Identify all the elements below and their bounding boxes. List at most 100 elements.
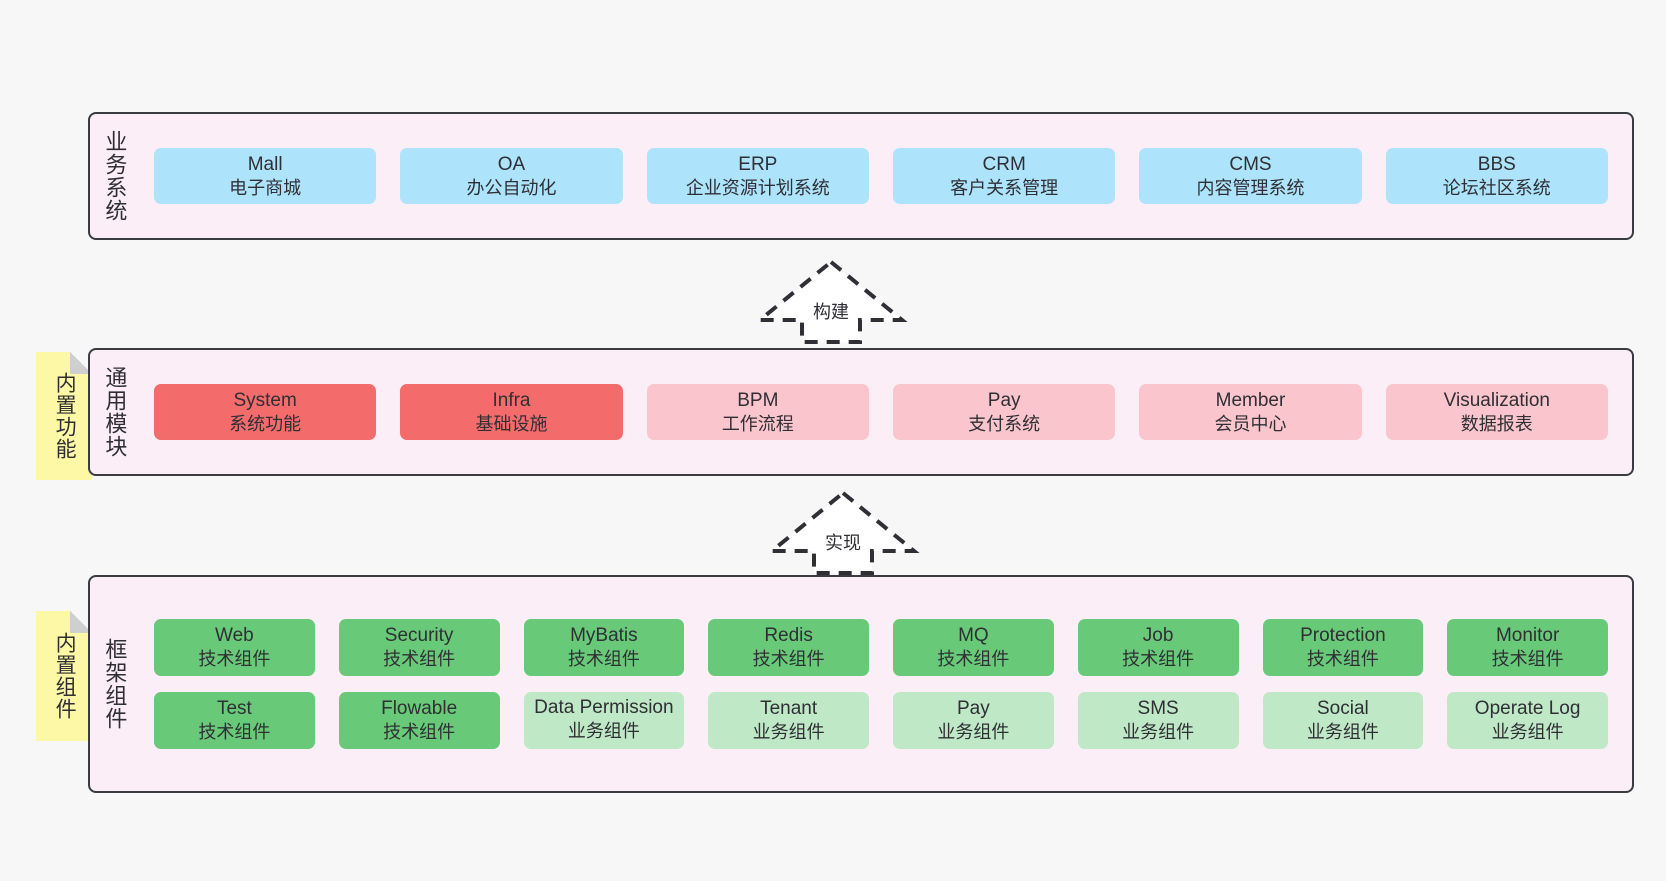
node-security[interactable]: Security 技术组件: [338, 619, 500, 676]
node-flowable[interactable]: Flowable 技术组件: [338, 692, 500, 749]
node-protection[interactable]: Protection 技术组件: [1262, 619, 1424, 676]
node-subtitle: 论坛社区系统: [1442, 177, 1551, 198]
node-bpm[interactable]: BPM 工作流程: [646, 383, 869, 441]
node-title: SMS: [1137, 698, 1179, 719]
node-subtitle: 业务组件: [1491, 722, 1564, 743]
framework-cell-r2-7: Operate Log 业务组件: [1435, 692, 1620, 749]
node-title: CRM: [982, 153, 1026, 175]
node-data-permission[interactable]: Data Permission 业务组件: [523, 692, 685, 749]
node-social[interactable]: Social 业务组件: [1262, 692, 1424, 749]
business-cell-3: CRM 客户关系管理: [881, 147, 1127, 205]
node-subtitle: 电子商城: [229, 177, 302, 198]
node-title: OA: [497, 153, 526, 175]
node-subtitle: 技术组件: [752, 649, 825, 670]
node-web[interactable]: Web 技术组件: [154, 619, 315, 676]
node-title: Operate Log: [1474, 698, 1581, 719]
business-cell-2: ERP 企业资源计划系统: [635, 147, 881, 205]
node-subtitle: 技术组件: [1122, 649, 1195, 670]
node-title: MyBatis: [570, 625, 638, 647]
node-subtitle: 业务组件: [752, 722, 825, 743]
node-member[interactable]: Member 会员中心: [1139, 383, 1362, 441]
node-subtitle: 客户关系管理: [950, 177, 1059, 198]
framework-cell-r1-2: MyBatis 技术组件: [512, 619, 697, 676]
framework-cell-r2-1: Flowable 技术组件: [327, 692, 512, 749]
node-redis[interactable]: Redis 技术组件: [708, 619, 869, 676]
node-subtitle: 内容管理系统: [1196, 177, 1305, 198]
node-title: Flowable: [381, 698, 458, 719]
framework-cell-r2-0: Test 技术组件: [142, 692, 327, 749]
node-subtitle: 工作流程: [721, 413, 794, 434]
node-mall[interactable]: Mall 电子商城: [154, 147, 377, 205]
layer-common-modules: 通用模块 System 系统功能 Infra 基础设施: [88, 348, 1634, 476]
node-subtitle: 支付系统: [968, 413, 1041, 434]
node-title: Protection: [1300, 625, 1386, 647]
framework-cell-r1-3: Redis 技术组件: [696, 619, 881, 676]
node-operate-log[interactable]: Operate Log 业务组件: [1447, 692, 1608, 749]
common-cell-5: Visualization 数据报表: [1374, 383, 1620, 441]
node-test[interactable]: Test 技术组件: [154, 692, 315, 749]
business-cell-0: Mall 电子商城: [142, 147, 388, 205]
common-cell-3: Pay 支付系统: [881, 383, 1127, 441]
arrow-build: 构建: [754, 258, 908, 346]
node-title: BBS: [1477, 153, 1516, 175]
node-pay-component[interactable]: Pay 业务组件: [893, 692, 1054, 749]
layer-framework-components: 框架组件 Web 技术组件 Security 技术组件: [88, 575, 1634, 793]
framework-cell-r2-2: Data Permission 业务组件: [512, 692, 697, 749]
node-job[interactable]: Job 技术组件: [1077, 619, 1239, 676]
node-subtitle: 会员中心: [1214, 413, 1287, 434]
framework-cell-r1-6: Protection 技术组件: [1251, 619, 1436, 676]
node-title: Visualization: [1443, 389, 1550, 411]
layer-body-common: System 系统功能 Infra 基础设施 BPM 工作流程: [138, 350, 1632, 474]
node-title: Social: [1317, 698, 1369, 719]
sticky-note-label: 内置功能: [53, 372, 77, 460]
node-erp[interactable]: ERP 企业资源计划系统: [646, 147, 869, 205]
node-subtitle: 办公自动化: [466, 177, 557, 198]
node-infra[interactable]: Infra 基础设施: [400, 383, 623, 441]
node-subtitle: 技术组件: [198, 649, 271, 670]
layer-business-systems: 业务系统 Mall 电子商城 OA 办公自动化 ERP: [88, 112, 1634, 240]
node-oa[interactable]: OA 办公自动化: [400, 147, 623, 205]
framework-tech-row: Web 技术组件 Security 技术组件 MyBatis 技术组件: [142, 619, 1620, 676]
sticky-note-label: 内置组件: [53, 632, 77, 720]
node-title: Security: [384, 625, 454, 647]
common-cell-2: BPM 工作流程: [635, 383, 881, 441]
node-monitor[interactable]: Monitor 技术组件: [1447, 619, 1608, 676]
node-system[interactable]: System 系统功能: [154, 383, 377, 441]
business-cell-1: OA 办公自动化: [388, 147, 634, 205]
business-cell-4: CMS 内容管理系统: [1127, 147, 1373, 205]
framework-cell-r2-6: Social 业务组件: [1251, 692, 1436, 749]
node-subtitle: 企业资源计划系统: [685, 177, 830, 198]
node-sms[interactable]: SMS 业务组件: [1077, 692, 1239, 749]
node-bbs[interactable]: BBS 论坛社区系统: [1385, 147, 1608, 205]
node-subtitle: 技术组件: [1306, 649, 1379, 670]
node-mq[interactable]: MQ 技术组件: [893, 619, 1054, 676]
layer-label-common: 通用模块: [102, 366, 128, 458]
common-node-row: System 系统功能 Infra 基础设施 BPM 工作流程: [142, 383, 1620, 441]
layer-body-framework: Web 技术组件 Security 技术组件 MyBatis 技术组件: [138, 577, 1632, 791]
node-cms[interactable]: CMS 内容管理系统: [1139, 147, 1362, 205]
framework-cell-r2-3: Tenant 业务组件: [696, 692, 881, 749]
node-subtitle: 基础设施: [475, 413, 548, 434]
node-tenant[interactable]: Tenant 业务组件: [708, 692, 869, 749]
node-title: Monitor: [1495, 625, 1560, 647]
node-title: BPM: [737, 389, 779, 411]
business-cell-5: BBS 论坛社区系统: [1374, 147, 1620, 205]
framework-business-row: Test 技术组件 Flowable 技术组件 Data Permission …: [142, 692, 1620, 749]
layer-label-framework: 框架组件: [102, 638, 128, 730]
framework-cell-r1-1: Security 技术组件: [327, 619, 512, 676]
node-crm[interactable]: CRM 客户关系管理: [892, 147, 1116, 205]
node-visualization[interactable]: Visualization 数据报表: [1385, 383, 1608, 441]
common-cell-4: Member 会员中心: [1127, 383, 1373, 441]
layer-body-business: Mall 电子商城 OA 办公自动化 ERP 企业资源计划系统: [138, 114, 1632, 238]
common-cell-1: Infra 基础设施: [388, 383, 634, 441]
arrow-implement: 实现: [766, 489, 920, 577]
node-title: Member: [1215, 389, 1286, 411]
node-subtitle: 系统功能: [229, 413, 302, 434]
node-pay[interactable]: Pay 支付系统: [892, 383, 1116, 441]
node-title: Web: [215, 625, 254, 647]
node-title: Test: [216, 698, 252, 719]
framework-cell-r2-4: Pay 业务组件: [881, 692, 1066, 749]
node-title: MQ: [958, 625, 989, 647]
node-mybatis[interactable]: MyBatis 技术组件: [523, 619, 685, 676]
common-cell-0: System 系统功能: [142, 383, 388, 441]
